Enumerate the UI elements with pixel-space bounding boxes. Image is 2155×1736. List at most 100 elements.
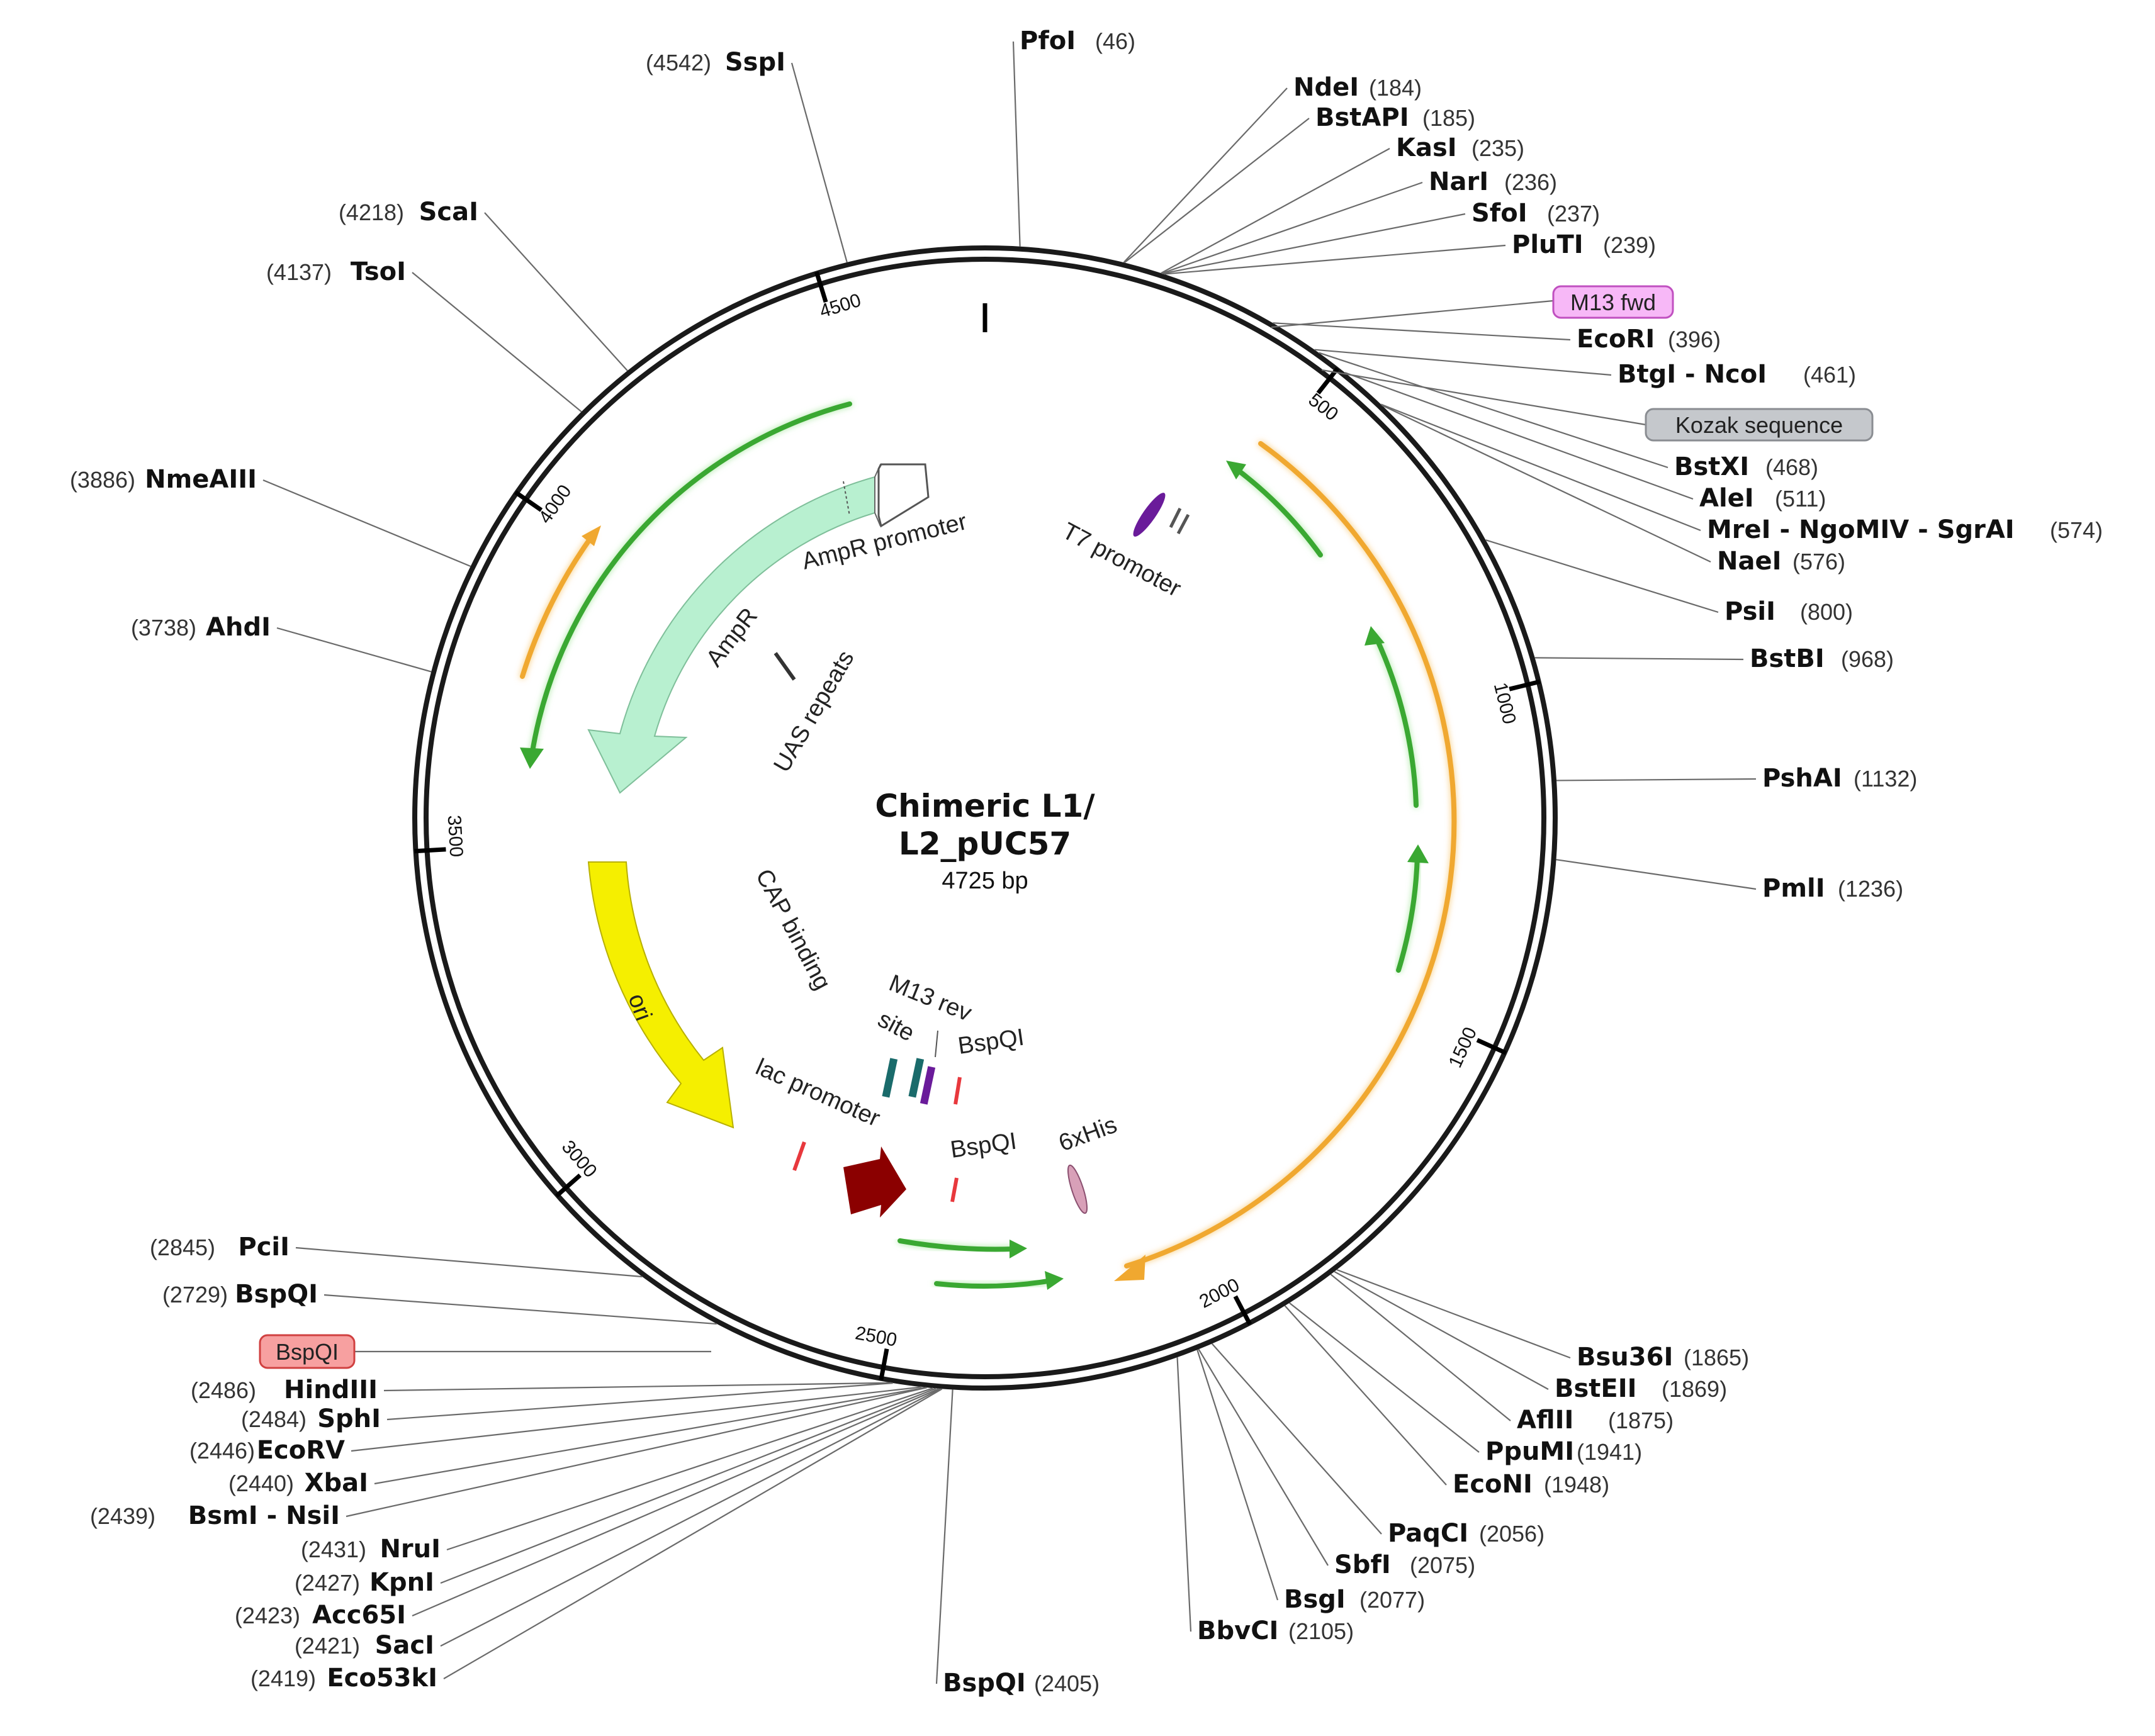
site-name: Eco53kI [327,1664,437,1693]
site-position: (1875) [1608,1408,1674,1433]
restriction-site[interactable]: PaqCI(2056) [1211,1343,1545,1548]
scale-tick [814,271,828,303]
restriction-site[interactable]: BspQI(2729) [162,1280,717,1325]
site-position: (574) [2050,517,2103,543]
site-position: (2423) [235,1603,300,1628]
scale-tick [514,490,543,512]
site-name: BbvCI [1197,1616,1278,1645]
restriction-site[interactable]: BstXI(468) [1319,352,1818,481]
restriction-site[interactable]: NdeI(184) [1123,73,1422,263]
site-name: NruI [380,1535,441,1564]
site-name: BsgI [1284,1585,1346,1614]
restriction-site[interactable]: NarI(236) [1161,167,1557,274]
kozak-tag[interactable]: Kozak sequence [1321,369,1874,442]
site-name: Bsu36I [1577,1343,1673,1372]
restriction-site[interactable]: BsgI(2077) [1196,1349,1425,1614]
site-name: PluTI [1512,230,1584,259]
site-position: (3738) [131,615,196,641]
site-name: BspQI [235,1280,318,1309]
restriction-site[interactable]: SspI(4542) [646,48,848,263]
restriction-site[interactable]: MreI - NgoMIV - SgrAI(574) [1380,403,2103,544]
restriction-site[interactable]: NaeI(576) [1381,405,1845,576]
t7-promoter-mark [1133,493,1190,537]
plasmid-backbone [412,245,1558,1391]
restriction-site[interactable]: AleI(511) [1344,372,1826,513]
site-position: (2421) [295,1633,360,1659]
restriction-site[interactable]: EcoNI(1948) [1284,1305,1609,1499]
restriction-site[interactable]: HindIII (2486) [191,1375,892,1404]
restriction-site[interactable]: Acc65I(2423) [235,1388,940,1630]
restriction-site[interactable]: PluTI (239) [1164,230,1656,275]
site-position: (185) [1422,105,1475,131]
restriction-site[interactable]: KasI(235) [1161,133,1524,274]
restriction-site[interactable]: PmlI(1236) [1556,859,1903,903]
restriction-site[interactable]: EcoRI(396) [1273,322,1721,354]
bspqi-tag[interactable]: BspQI [259,1334,711,1369]
restriction-site[interactable]: PciI (2845) [150,1233,643,1278]
restriction-site[interactable]: SfoI(237) [1162,199,1600,274]
site-position: (1869) [1662,1376,1727,1402]
m13-fwd-tag[interactable]: M13 fwd [1271,285,1674,328]
scale-tick-label: 2500 [853,1323,899,1351]
restriction-site[interactable]: EcoRV(2446) [189,1386,922,1465]
scale-tick-label: 1500 [1445,1024,1482,1071]
restriction-site[interactable]: BstBI(968) [1534,644,1894,673]
green-orf-bottom [897,1238,1064,1290]
restriction-site[interactable]: BsmI - NsiI(2439) [90,1387,927,1530]
site-position: (800) [1800,599,1853,625]
site-position: (4218) [339,199,404,225]
site-name: PsiI [1725,597,1775,626]
restriction-site[interactable]: TsoI(4137) [266,257,582,413]
restriction-site[interactable]: BstAPI(185) [1123,103,1475,264]
restriction-site[interactable]: Bsu36I(1865) [1336,1268,1749,1372]
ampr-arrow [587,463,930,794]
restriction-site[interactable]: BspQI(2405) [935,1389,1100,1698]
restriction-site[interactable]: KpnI(2427) [295,1387,937,1597]
site-position: (2845) [150,1235,215,1260]
restriction-site[interactable]: NruI(2431) [301,1387,933,1564]
orange-short-arc [520,525,601,679]
site-name: BstBI [1750,644,1825,673]
restriction-site[interactable]: PsiI (800) [1485,539,1854,626]
restriction-site[interactable]: Eco53kI(2419) [250,1388,943,1693]
cap-binding-site-label: site [874,1006,919,1047]
lac-promoter-label: lac promoter [751,1054,884,1132]
site-name: BsmI - NsiI [188,1501,340,1530]
restriction-site[interactable]: PpuMI(1941) [1289,1302,1642,1466]
scale-tick [1476,1038,1507,1055]
m13-fwd-label: M13 fwd [1570,289,1656,315]
restriction-site[interactable]: PfoI(46) [1012,26,1135,247]
his6-label: 6xHis [1055,1111,1121,1156]
restriction-site[interactable]: BbvCI(2105) [1176,1357,1354,1645]
restriction-site[interactable]: AhdI(3738) [131,613,432,673]
site-name: NmeAIII [145,465,257,494]
restriction-site[interactable]: PshAI(1132) [1556,764,1917,793]
site-name: PciI [238,1233,290,1262]
restriction-site[interactable]: BstEII(1869) [1334,1271,1727,1403]
site-name: SphI [317,1404,381,1433]
site-name: BtgI - NcoI [1618,360,1767,389]
site-name: PshAI [1762,764,1842,793]
site-position: (1236) [1838,876,1903,902]
scale-tick [414,847,446,854]
scale-tick-label: 4000 [534,481,575,528]
bspqi-tag-label: BspQI [276,1339,339,1365]
site-name: HindIII [284,1375,378,1404]
scale-tick [1509,679,1541,692]
restriction-site[interactable]: SacI (2421) [295,1388,941,1660]
restriction-site[interactable]: SbfI(2075) [1198,1348,1475,1579]
restriction-site[interactable]: ScaI(4218) [339,198,628,371]
restriction-site[interactable]: AflII(1875) [1330,1274,1674,1435]
site-name: KpnI [369,1568,434,1597]
site-position: (2075) [1410,1552,1475,1578]
restriction-site[interactable]: SphI(2484) [241,1382,893,1433]
site-position: (2486) [191,1377,256,1403]
restriction-site[interactable]: NmeAIII(3886) [70,465,471,568]
site-position: (468) [1765,454,1818,480]
site-position: (239) [1603,232,1656,258]
restriction-site[interactable]: BtgI - NcoI(461) [1314,349,1856,389]
site-position: (46) [1095,28,1135,54]
site-name: SacI [375,1631,434,1660]
restriction-site[interactable]: XbaI(2440) [228,1387,926,1498]
ori-arrow [587,861,734,1129]
